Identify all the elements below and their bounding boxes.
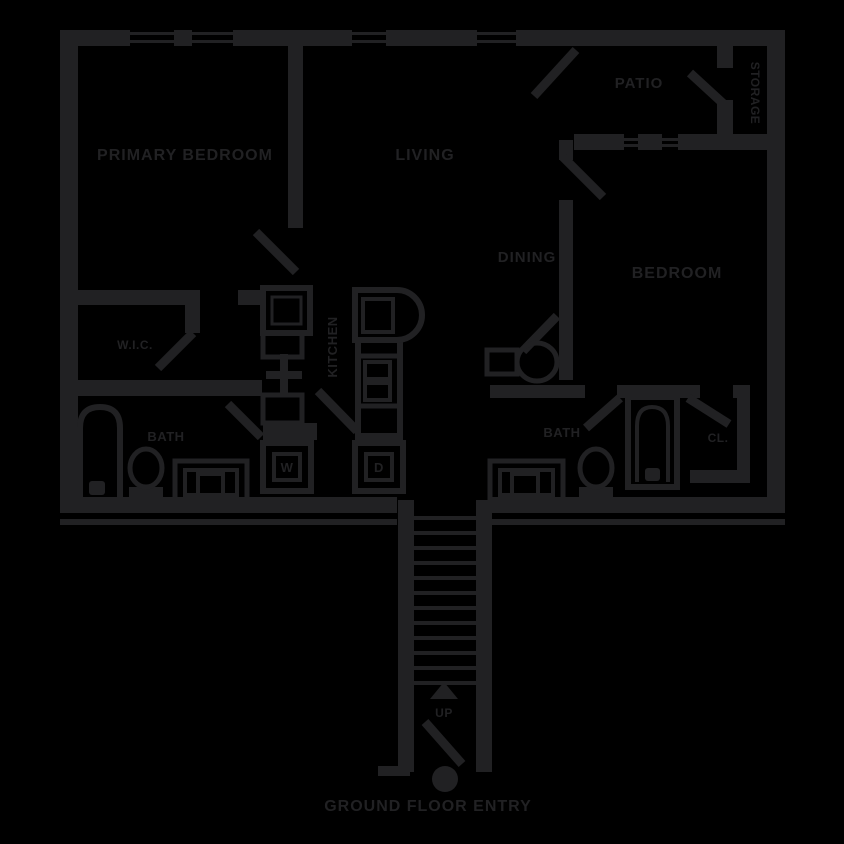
label-living: LIVING: [395, 147, 454, 164]
range-icon: [355, 353, 403, 409]
wall-wic-top-a: [78, 290, 200, 305]
wall-hallbath-top-left: [490, 385, 585, 398]
window-top-2: [192, 32, 233, 43]
wall-bedroom-top: [678, 134, 714, 150]
vanity-sink-icon: [487, 458, 566, 505]
wall-stair-foot: [378, 766, 410, 776]
door-primary-bedroom: [252, 228, 300, 276]
wall-hall-stub: [559, 140, 573, 160]
tub-faucet-right: [645, 468, 660, 481]
wall-closet-stub: [733, 385, 750, 398]
pedestal-sink-icon: [484, 340, 560, 384]
ground-line-right: [490, 519, 785, 525]
bathtub-icon: [77, 403, 123, 498]
label-dryer: D: [374, 460, 384, 475]
wall-wic-stub: [185, 305, 200, 333]
label-washer: W: [281, 460, 294, 475]
tub-faucet-left: [89, 481, 105, 495]
wall-stair-left: [398, 500, 414, 772]
counter-bar-right: [355, 433, 403, 443]
window-top-4: [477, 32, 516, 43]
kitchen-sink-icon: [266, 354, 302, 396]
wall-bedroom-top: [714, 134, 767, 150]
label-patio: PATIO: [615, 75, 664, 92]
toilet-icon: [127, 446, 165, 490]
door-bath-primary: [224, 400, 265, 441]
window-top-3: [352, 32, 386, 43]
label-bath-hall: BATH: [543, 425, 580, 440]
toilet-tank-left: [129, 487, 163, 501]
door-patio: [530, 46, 580, 100]
toilet-icon: [577, 446, 615, 490]
wall-closet-right: [737, 398, 750, 473]
wall-top: [516, 30, 785, 46]
walls: [60, 30, 785, 792]
toilet-tank-right: [579, 487, 613, 501]
up-arrow-icon: [430, 682, 458, 699]
label-kitchen: KITCHEN: [325, 316, 340, 377]
label-stairs-up: UP: [435, 706, 453, 720]
outlines: [77, 46, 732, 767]
wall-bedroom-top: [574, 134, 624, 150]
door-ground-entry: [421, 719, 466, 767]
dryer-icon: [352, 440, 406, 494]
door-leaves: [154, 46, 732, 767]
wall-top: [233, 30, 352, 46]
label-dining: DINING: [498, 249, 557, 266]
wall-bottom-left: [60, 497, 397, 513]
wall-closet-bottom: [690, 470, 750, 483]
label-primary-bedroom: PRIMARY BEDROOM: [97, 147, 273, 164]
wall-top-pier: [174, 30, 192, 46]
stair-treads: [414, 516, 476, 685]
fridge-icon: [352, 287, 425, 343]
door-closet: [685, 394, 732, 428]
ground-line-left: [60, 519, 397, 525]
wall-wic-bottom: [78, 380, 262, 396]
label-ground-floor-entry: GROUND FLOOR ENTRY: [324, 798, 532, 815]
wall-patio-storage-bottom: [717, 100, 733, 136]
wall-primary-living-divider: [288, 46, 303, 228]
labels: PRIMARY BEDROOM LIVING PATIO STORAGE DIN…: [97, 62, 762, 815]
label-bath-primary: BATH: [147, 429, 184, 444]
bathtub-icon: [625, 394, 680, 490]
wall-wic-top-b: [238, 290, 263, 305]
wall-stair-right: [476, 500, 492, 772]
door-bedroom: [559, 153, 607, 201]
window-bedroom-top: [624, 138, 678, 147]
door-storage: [686, 69, 731, 111]
label-bedroom: BEDROOM: [632, 265, 723, 282]
door-wic: [154, 329, 197, 372]
kitchen-counter-icon: [260, 285, 313, 426]
wall-right: [767, 30, 785, 513]
window-top-1: [130, 32, 174, 43]
wall-top: [386, 30, 477, 46]
label-storage: STORAGE: [748, 62, 762, 125]
label-closet: CL.: [708, 431, 729, 445]
label-wic: W.I.C.: [117, 338, 153, 352]
wall-left: [60, 30, 78, 513]
entry-knob-icon: [432, 766, 458, 792]
wall-bottom-right: [490, 497, 785, 513]
wall-dining-bedroom: [559, 200, 573, 380]
door-kitchen-hall: [314, 387, 361, 435]
wall-patio-storage-top: [717, 46, 733, 68]
door-hallbath: [583, 394, 623, 432]
vanity-sink-icon: [172, 458, 250, 505]
wall-bedroom-top: [638, 134, 662, 150]
counter-bar-left: [263, 423, 317, 440]
washer-icon: [260, 440, 314, 494]
